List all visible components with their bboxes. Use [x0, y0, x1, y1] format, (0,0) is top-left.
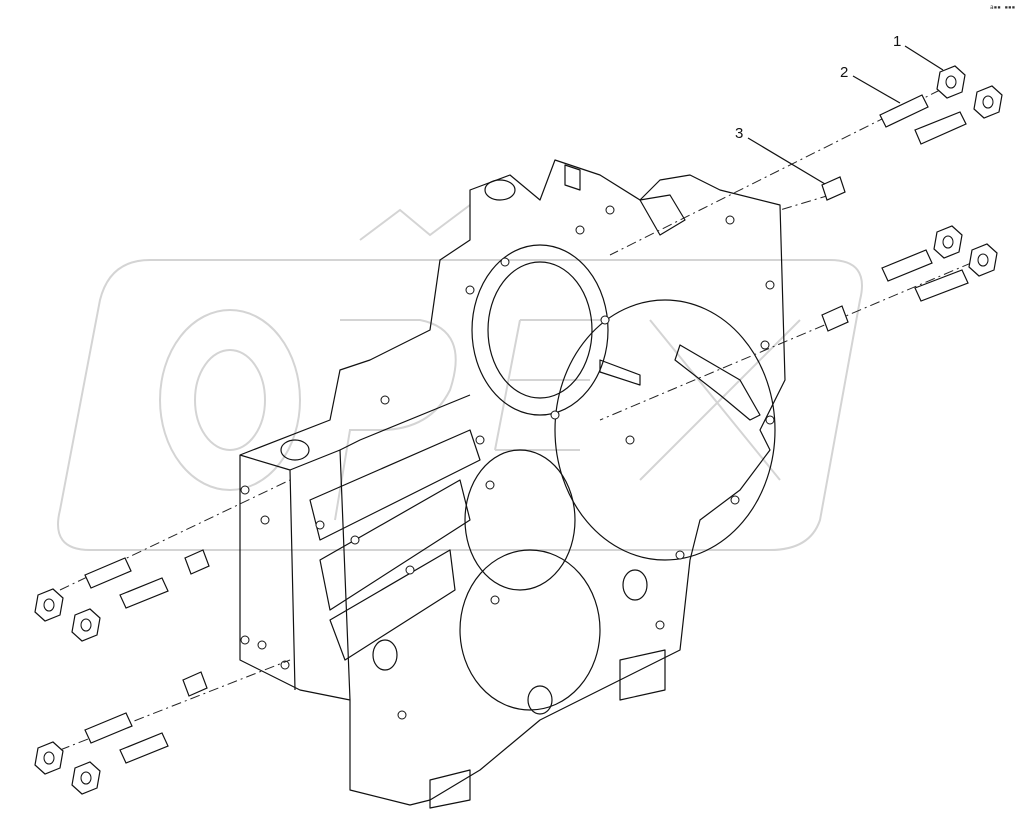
stud-icon [84, 557, 132, 589]
corner-mark: a▪▪ ▪▪▪ [990, 4, 1016, 11]
parts-bottom-left [34, 549, 210, 795]
parts-top-right [821, 65, 1003, 332]
stud-icon [914, 269, 969, 302]
stud-icon [881, 249, 933, 282]
stud-icon [879, 94, 929, 128]
assembly-center-lines [59, 89, 991, 751]
dowel-icon [821, 305, 849, 332]
callout-leaders [747, 45, 944, 185]
housing-holes [240, 205, 775, 720]
dowel-icon [182, 671, 208, 697]
stud-icon [914, 111, 967, 145]
callout-1: 1 [893, 33, 902, 50]
dowel-icon [821, 176, 846, 201]
stud-icon [84, 712, 133, 744]
callout-3: 3 [735, 125, 744, 142]
callout-2: 2 [840, 64, 849, 81]
stud-icon [119, 732, 169, 764]
watermark-logo [57, 204, 863, 551]
dowel-icon [184, 549, 210, 575]
gear-housing [239, 159, 786, 809]
stud-icon [119, 577, 169, 609]
